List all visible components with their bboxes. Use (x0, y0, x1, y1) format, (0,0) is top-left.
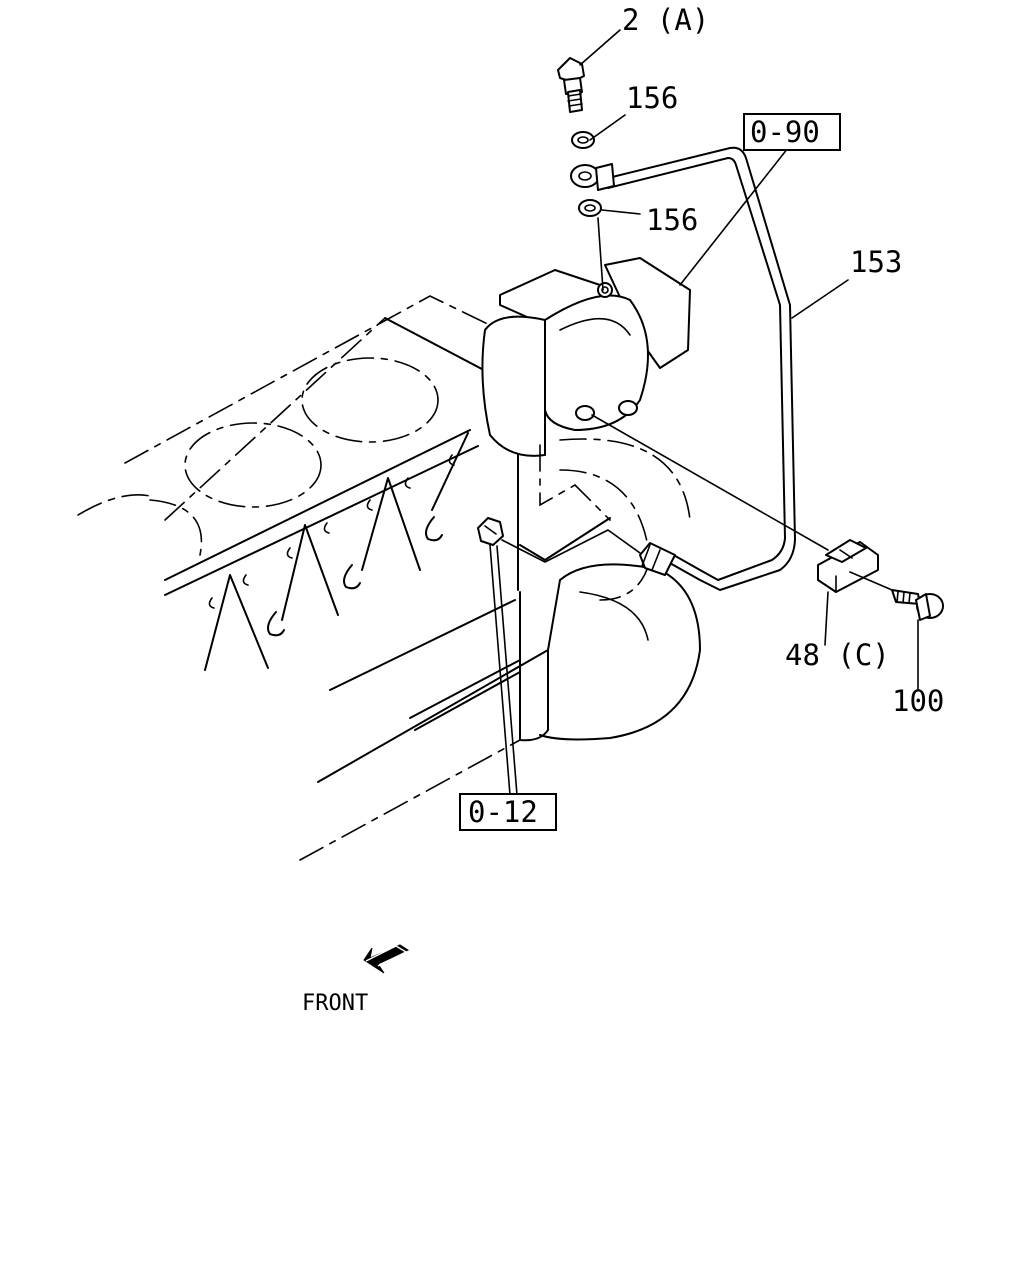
label-part-100: 100 (892, 684, 944, 718)
washer-156-lower (578, 199, 602, 217)
label-ref-0-90: 0-90 (750, 115, 820, 149)
ref-box-0-90 (743, 113, 841, 151)
label-part-48c: 48 (C) (785, 638, 890, 672)
label-part-153: 153 (850, 245, 902, 279)
leader-lines (489, 29, 919, 796)
eye-union-fitting (570, 163, 615, 191)
front-arrow-icon (363, 944, 410, 974)
clamp-48c (817, 539, 879, 593)
flywheel-housing (539, 438, 701, 741)
label-part-2a: 2 (A) (622, 3, 709, 37)
label-ref-0-12: 0-12 (468, 795, 538, 829)
bolt-100 (891, 589, 944, 621)
bolt-2a (557, 57, 585, 113)
bolt-0-12 (477, 517, 504, 546)
washer-156-upper (571, 131, 595, 149)
label-front: FRONT (302, 991, 368, 1016)
label-part-156-upper: 156 (626, 81, 678, 115)
label-part-156-lower: 156 (646, 203, 698, 237)
engine-block (77, 295, 549, 861)
vacuum-pump (481, 257, 691, 561)
ref-box-0-12 (459, 793, 557, 831)
pipe-153 (607, 146, 796, 591)
